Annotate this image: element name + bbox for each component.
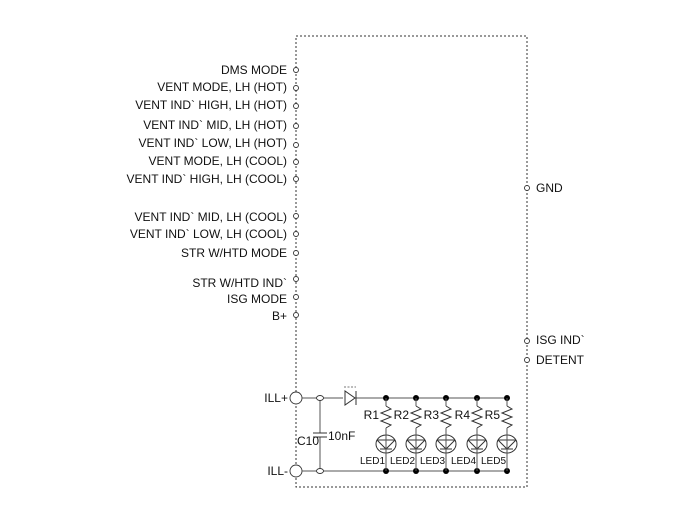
left-pin: ISG MODE	[227, 292, 299, 306]
right-pin-group: GND ISG IND` DETENT	[524, 181, 585, 367]
right-pin: ISG IND`	[524, 333, 585, 347]
resistor-icon	[470, 405, 484, 429]
pin-terminal-icon	[293, 103, 299, 109]
capacitor-icon	[313, 432, 327, 438]
resistor-label: R3	[424, 408, 440, 422]
pin-terminal-icon	[293, 231, 299, 237]
pin-terminal-icon	[293, 213, 299, 219]
pin-label: VENT IND` MID, LH (COOL)	[135, 210, 287, 224]
left-pin-group: DMS MODE VENT MODE, LH (HOT) VENT IND` H…	[127, 63, 299, 323]
led-label: LED4	[451, 456, 476, 467]
pin-label: B+	[272, 309, 287, 323]
pin-terminal-icon	[293, 85, 299, 91]
junction-icon	[316, 395, 324, 401]
ill-plus-label: ILL+	[264, 391, 288, 405]
pin-label: VENT IND` HIGH, LH (COOL)	[127, 172, 287, 186]
led-label: LED3	[420, 456, 445, 467]
pin-label: VENT IND` LOW, LH (HOT)	[139, 136, 287, 150]
pin-terminal-icon	[293, 276, 299, 282]
led-label: LED1	[360, 456, 385, 467]
pin-label: ISG IND`	[536, 333, 585, 347]
left-pin: VENT MODE, LH (HOT)	[157, 80, 299, 94]
pin-label: VENT IND` LOW, LH (COOL)	[130, 227, 287, 241]
pin-terminal-icon	[524, 185, 530, 191]
resistor-label: R4	[455, 408, 471, 422]
resistor-label: R5	[485, 408, 501, 422]
resistor-icon	[439, 405, 453, 429]
left-pin: VENT IND` MID, LH (COOL)	[135, 210, 299, 224]
resistor-icon	[379, 405, 393, 429]
led-label: LED2	[390, 456, 415, 467]
pin-label: VENT MODE, LH (HOT)	[157, 80, 287, 94]
resistor-label: R2	[394, 408, 410, 422]
pin-label: VENT IND` MID, LH (HOT)	[143, 118, 287, 132]
pin-label: ISG MODE	[227, 292, 287, 306]
left-pin: VENT IND` HIGH, LH (COOL)	[127, 172, 299, 186]
resistor-icon	[409, 405, 423, 429]
left-pin: VENT MODE, LH (COOL)	[149, 154, 299, 168]
module-boundary	[295, 35, 528, 488]
pin-terminal-icon	[293, 176, 299, 182]
left-pin: B+	[272, 309, 299, 323]
pin-terminal-icon	[524, 357, 530, 363]
connector-icon	[289, 391, 303, 405]
pin-terminal-icon	[293, 159, 299, 165]
ill-minus-label: ILL-	[267, 464, 288, 478]
right-pin: GND	[524, 181, 563, 195]
pin-terminal-icon	[293, 294, 299, 300]
pin-label: VENT IND` HIGH, LH (HOT)	[135, 98, 287, 112]
pin-terminal-icon	[293, 123, 299, 129]
pin-label: STR W/HTD MODE	[181, 246, 287, 260]
capacitor-value: 10nF	[328, 429, 355, 443]
resistor-icon	[500, 405, 514, 429]
junction-icon	[316, 468, 324, 474]
left-pin: VENT IND` MID, LH (HOT)	[143, 118, 299, 132]
capacitor-ref: C10	[297, 434, 319, 448]
pin-label: VENT MODE, LH (COOL)	[149, 154, 287, 168]
connector-icon	[289, 464, 303, 478]
led-label: LED5	[481, 456, 506, 467]
left-pin: VENT IND` HIGH, LH (HOT)	[135, 98, 299, 112]
left-pin: STR W/HTD MODE	[181, 246, 299, 260]
pin-terminal-icon	[293, 312, 299, 318]
ill-minus-terminal: ILL-	[267, 464, 303, 478]
right-pin: DETENT	[524, 353, 585, 367]
pin-terminal-icon	[293, 250, 299, 256]
pin-terminal-icon	[293, 142, 299, 148]
pin-label: DMS MODE	[221, 63, 287, 77]
resistor-label: R1	[364, 408, 380, 422]
pin-terminal-icon	[293, 67, 299, 73]
pin-label: STR W/HTD IND`	[192, 276, 287, 290]
pin-label: DETENT	[536, 353, 585, 367]
ill-plus-terminal: ILL+	[264, 391, 303, 405]
left-pin: VENT IND` LOW, LH (COOL)	[130, 227, 299, 241]
pin-terminal-icon	[524, 338, 530, 344]
diode-icon	[344, 386, 357, 406]
left-pin: STR W/HTD IND`	[192, 276, 299, 290]
left-pin: VENT IND` LOW, LH (HOT)	[139, 136, 299, 150]
left-pin: DMS MODE	[221, 63, 299, 77]
pin-label: GND	[536, 181, 563, 195]
